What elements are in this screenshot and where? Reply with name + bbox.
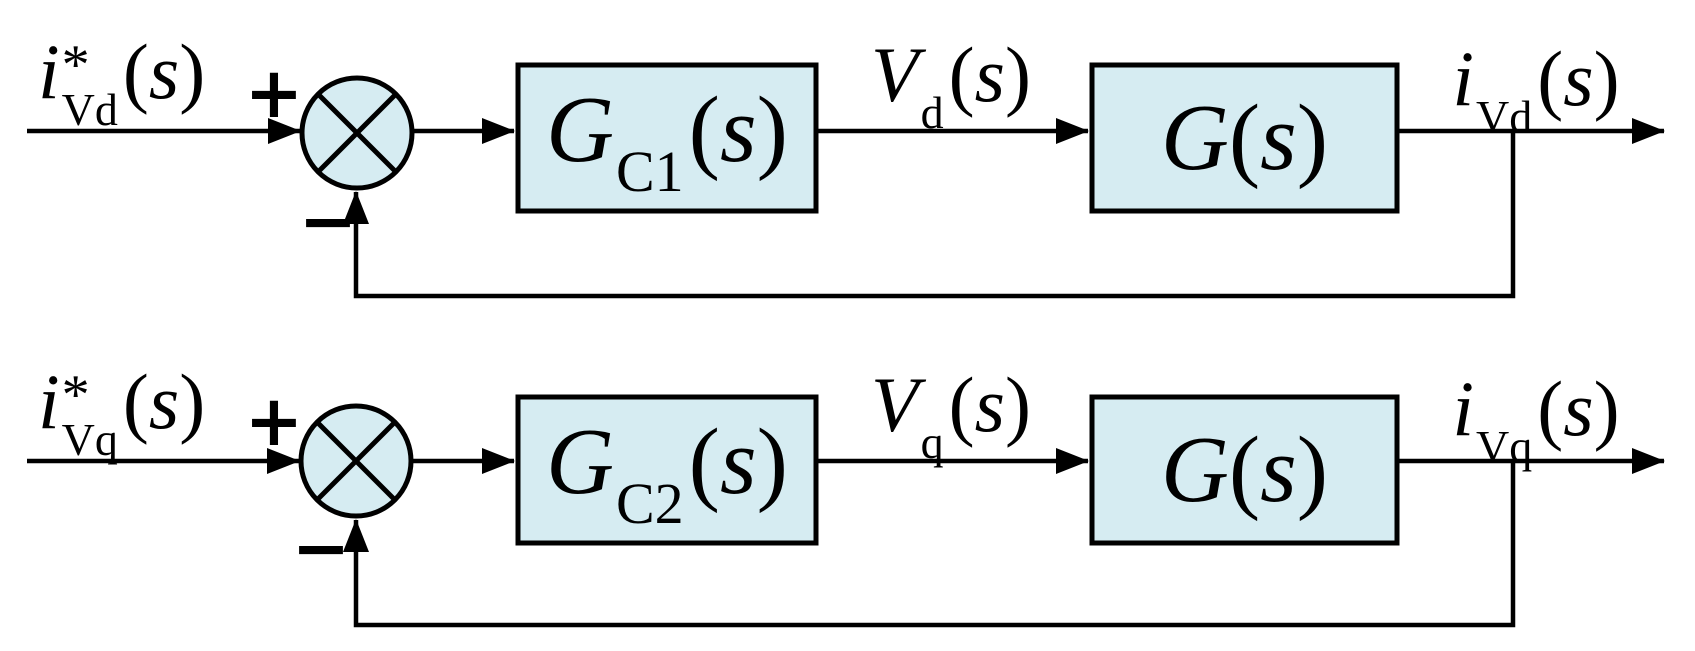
block-base: G (1160, 86, 1229, 190)
paren-close: ) (756, 409, 788, 514)
laplace-var: s (719, 77, 757, 182)
block-subscript: C1 (615, 138, 684, 204)
paren-open: ( (688, 77, 720, 182)
signal-base: i (38, 28, 60, 115)
signal-base: i (1452, 35, 1475, 122)
input-signal-label: i*Vq(s) (38, 358, 206, 465)
paren-open: ( (1228, 418, 1261, 522)
feedback-wire (343, 463, 1516, 628)
signal-subscript: d (920, 87, 944, 138)
loop-d-wires (27, 118, 1665, 299)
laplace-var: s (1563, 365, 1594, 452)
controller-block (515, 394, 819, 546)
paren-close: ) (1296, 86, 1329, 190)
minus-sign: − (291, 507, 351, 589)
paren-close: ) (179, 28, 206, 115)
laplace-var: s (148, 28, 180, 115)
loop-q-wires (27, 448, 1665, 628)
summing-junction-cross (316, 92, 398, 174)
signal-superscript (921, 52, 944, 92)
signal-superscript (1476, 56, 1532, 96)
laplace-var: s (974, 361, 1006, 448)
laplace-var: s (148, 358, 180, 445)
paren-open: ( (1537, 365, 1564, 452)
block-base: G (1160, 418, 1229, 522)
paren-open: ( (1228, 86, 1261, 190)
paren-open: ( (688, 409, 720, 514)
block-subscript: C2 (615, 470, 684, 536)
laplace-var: s (1260, 86, 1297, 190)
signal-base: i (38, 358, 60, 445)
signal-subscript: Vd (1476, 91, 1533, 142)
summing-junction-cross (315, 420, 397, 502)
signal-superscript: * (61, 364, 90, 426)
signal-script-stack: *Vd (61, 37, 118, 135)
controller-block (515, 62, 819, 214)
paren-close: ) (1005, 361, 1031, 448)
summing-junction (298, 403, 414, 519)
block-script-stack: C2 (615, 455, 684, 536)
minus-sign: − (298, 180, 358, 262)
signal-script-stack: q (920, 398, 944, 468)
laplace-var: s (719, 409, 757, 514)
paren-open: ( (1537, 35, 1564, 122)
laplace-var: s (1260, 418, 1297, 522)
signal-superscript (921, 382, 944, 422)
signal-base: V (871, 31, 919, 118)
plant-label: G(s) (1161, 88, 1328, 188)
plus-sign: + (244, 380, 304, 462)
signal-subscript: Vq (61, 414, 118, 465)
signal-superscript (1476, 386, 1532, 426)
plant-block (1089, 62, 1400, 214)
input-signal-label: i*Vd(s) (38, 28, 206, 135)
signal-subscript: q (920, 417, 944, 468)
signal-script-stack: d (920, 68, 944, 138)
laplace-var: s (1563, 35, 1594, 122)
paren-close: ) (1593, 365, 1620, 452)
paren-open: ( (948, 361, 975, 448)
signal-base: i (1452, 365, 1475, 452)
feedback-wire (343, 133, 1516, 299)
plant-block-label-box: G(s) (1092, 397, 1397, 543)
signal-subscript: Vd (61, 84, 118, 135)
paren-close: ) (756, 77, 788, 182)
block-script-stack: C1 (615, 123, 684, 204)
plant-block (1089, 394, 1400, 546)
plant-block-label-box: G(s) (1092, 65, 1397, 211)
signal-superscript: * (61, 34, 90, 96)
paren-open: ( (122, 358, 149, 445)
plant-label: G(s) (1161, 420, 1328, 520)
signal-script-stack: Vq (1476, 402, 1533, 472)
plus-sign: + (244, 52, 304, 134)
block-base: G (546, 77, 614, 182)
signal-subscript: Vq (1476, 421, 1533, 472)
signal-script-stack: *Vq (61, 367, 118, 465)
block-base: G (546, 409, 614, 514)
paren-close: ) (179, 358, 206, 445)
paren-open: ( (122, 28, 149, 115)
paren-close: ) (1593, 35, 1620, 122)
paren-close: ) (1005, 31, 1031, 118)
laplace-var: s (974, 31, 1006, 118)
paren-open: ( (948, 31, 975, 118)
summing-junction (299, 75, 415, 191)
signal-base: V (871, 361, 919, 448)
paren-close: ) (1296, 418, 1329, 522)
signal-script-stack: Vd (1476, 72, 1533, 142)
